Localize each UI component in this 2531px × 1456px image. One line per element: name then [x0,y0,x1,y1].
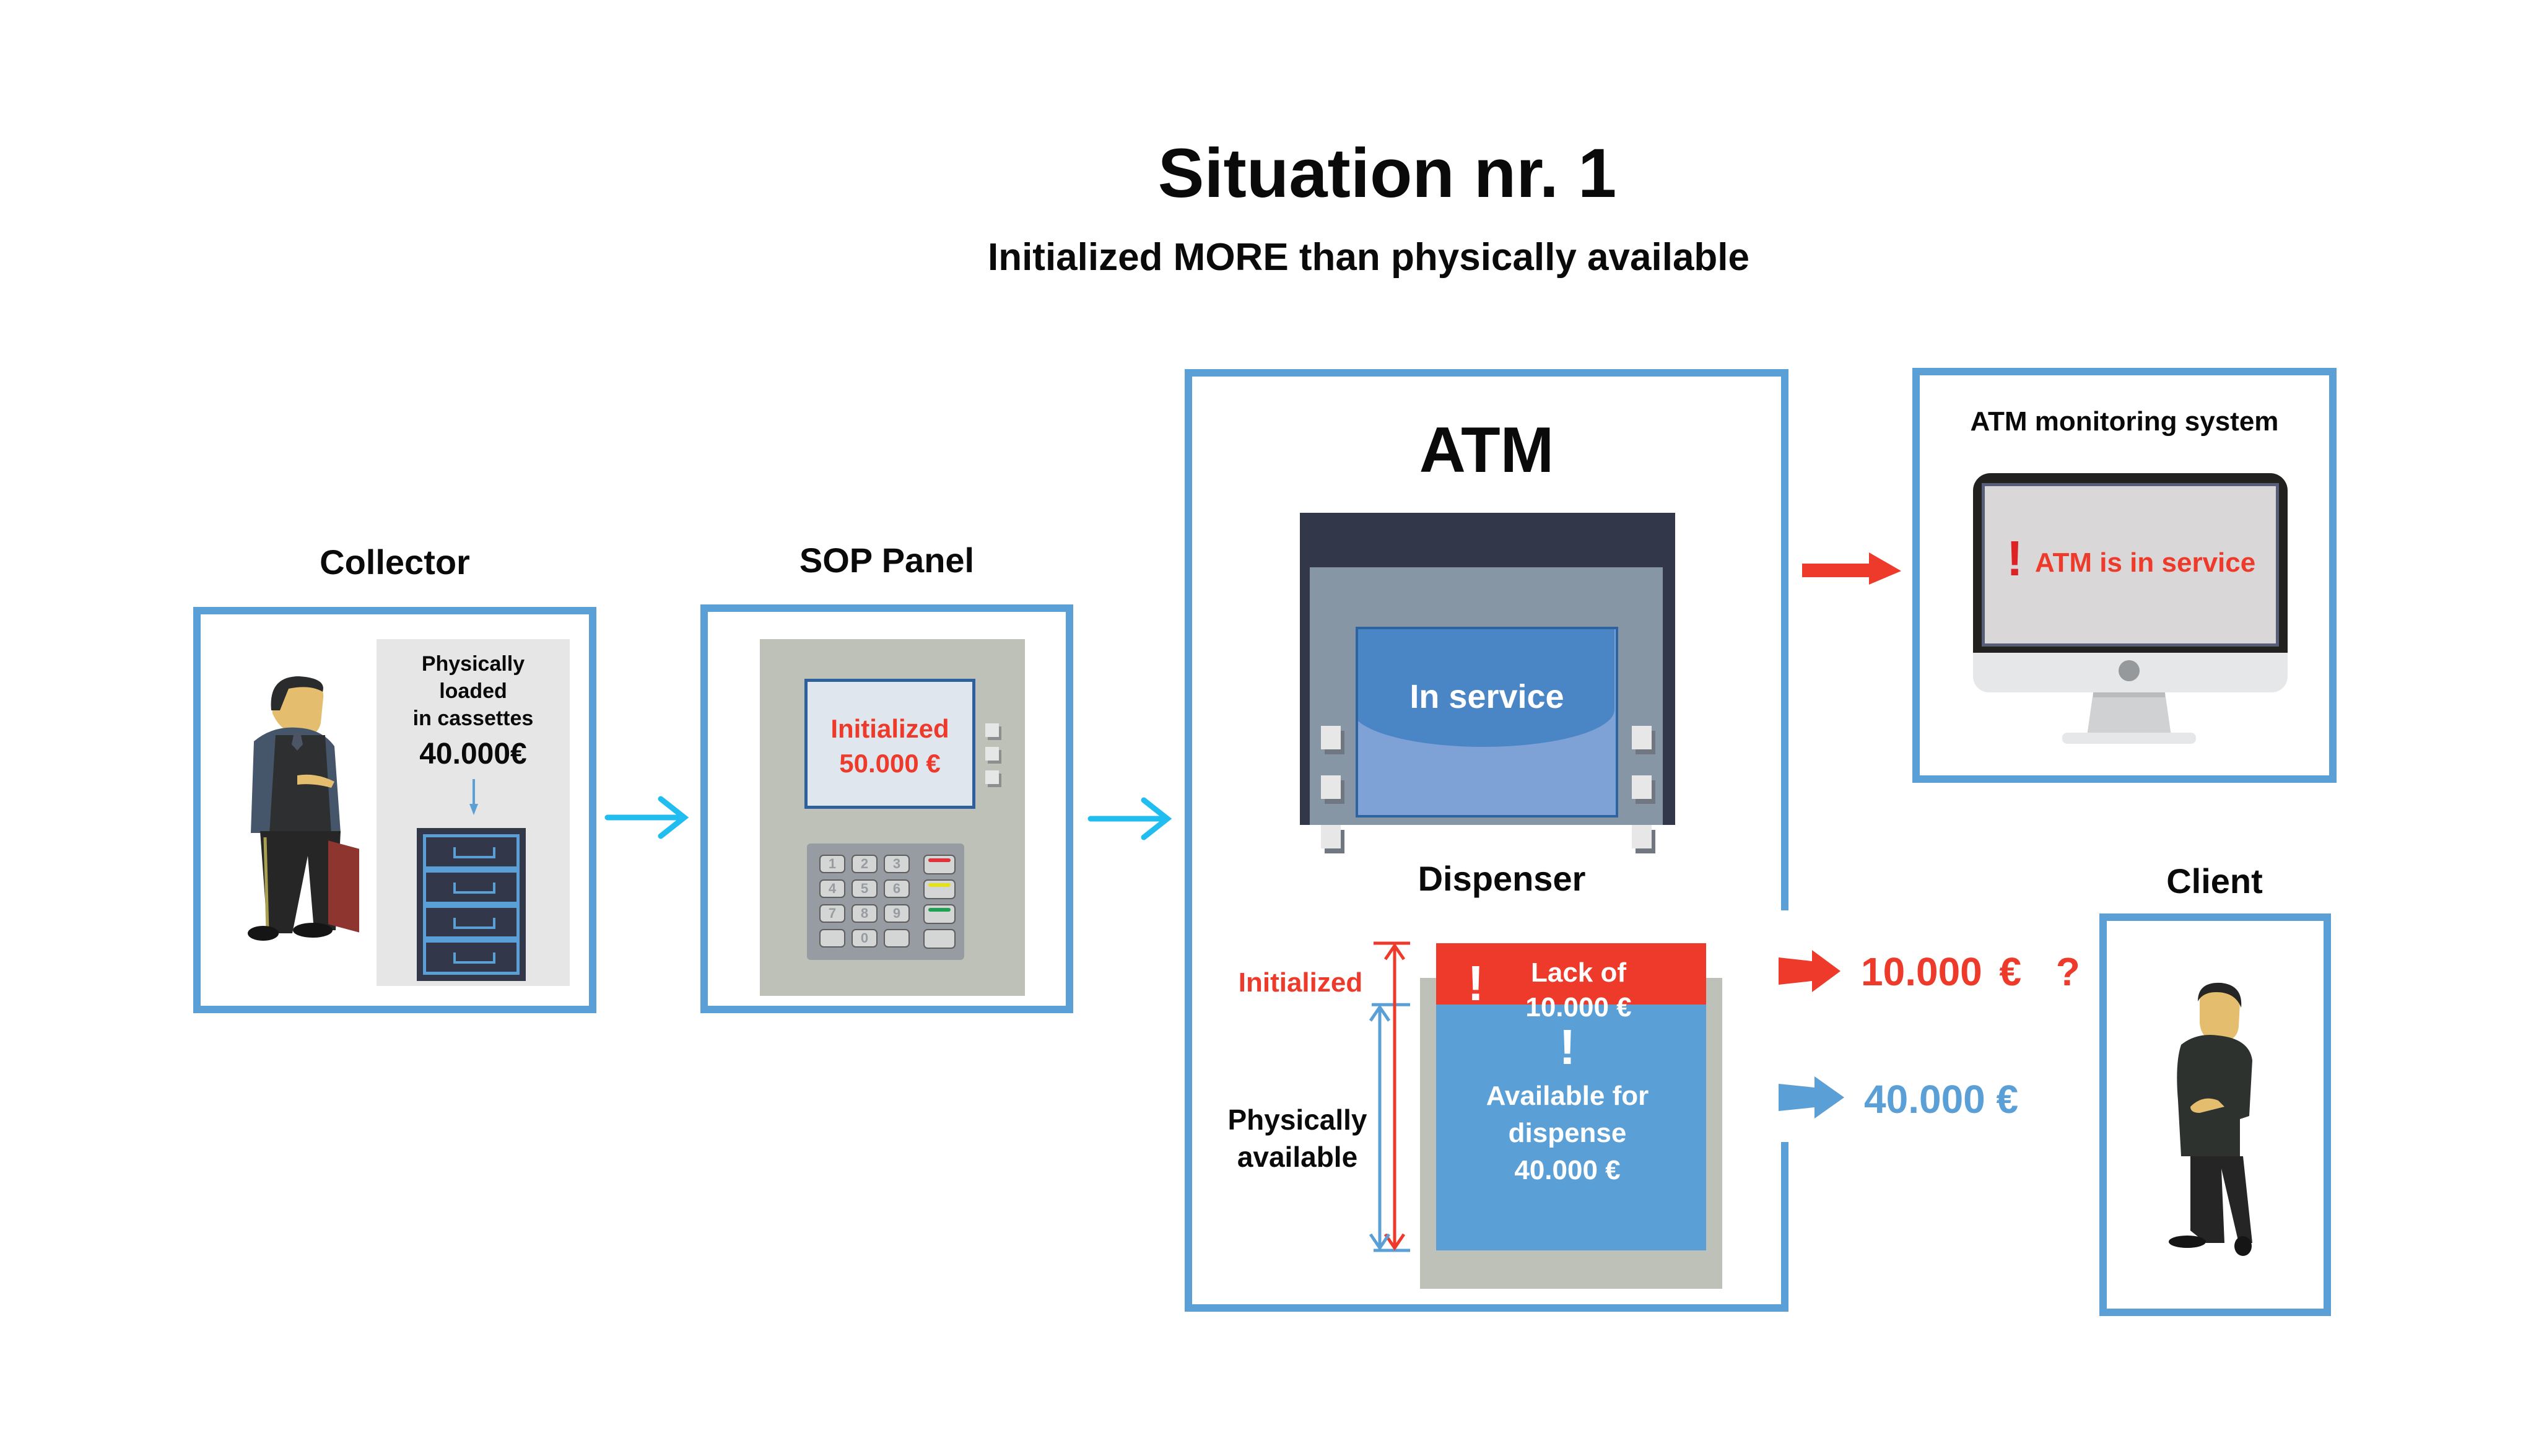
dispenser-diagram: ! Lack of 10.000 €! Available for dispense 40… [1369,941,1722,1289]
flow-arrow-icon [1087,797,1172,840]
cassette-drawer [423,904,520,940]
physically-label-line2: available [1237,1141,1358,1173]
collector-label: Collector [320,543,470,582]
dispenser-label: Dispenser [1418,859,1586,898]
atm-left-button[interactable] [1321,726,1341,749]
cassette-cabinet-icon [417,828,526,981]
client-label: Client [2166,861,2263,900]
cassette-drawer [423,834,520,870]
missing-amount-value: 10.000 € [1861,949,2022,994]
keypad-key[interactable]: 3 [884,855,910,873]
drawer-handle-icon [453,882,495,894]
sop-screen: Initialized 50.000 € [804,679,975,809]
lack-exclamation-icon: ! [1468,956,1484,1011]
keypad-key[interactable]: 0 [852,929,878,948]
alert-exclamation-icon: ! [2006,531,2023,586]
sop-side-buttons [985,723,999,784]
arrowhead-up-icon [1369,1004,1391,1022]
available-exclamation-icon: ! [1559,1019,1576,1075]
function-key-stripe [928,908,951,912]
drawer-handle-icon [453,847,495,858]
available-line3: 40.000 € [1514,1155,1620,1185]
atm-panel: ATM In service Dispenser Initialized Phy… [1185,369,1788,1312]
monitoring-label: ATM monitoring system [1970,406,2279,437]
cassette-drawer [423,869,520,905]
lack-segment [1436,943,1706,1005]
available-line2: dispense [1509,1118,1627,1148]
keypad-function-key[interactable] [923,929,956,949]
cassette-caption-line1: Physically [421,652,525,676]
sop-screen-line1: Initialized [830,714,949,743]
keypad-key[interactable] [819,929,845,948]
drawer-handle-icon [453,917,495,929]
loaded-amount: 40.000€ [419,738,527,770]
keypad-key[interactable]: 8 [852,904,878,923]
alert-arrow-icon [1802,552,1901,585]
cassette-caption-line3: in cassettes [412,707,534,730]
monitoring-panel: ATM monitoring system ! ATM is in servic… [1912,368,2337,783]
atm-label: ATM [1419,414,1554,486]
keypad-function-key[interactable] [923,904,956,924]
physically-label-line1: Physically [1227,1104,1367,1136]
atm-left-button[interactable] [1321,825,1341,848]
atm-screen-text: In service [1409,678,1564,715]
dispense-arrow-icon [1779,1076,1844,1118]
missing-amount: 10.000 € ? [1861,949,2080,995]
keypad-key[interactable] [884,929,910,948]
available-segment [1436,1005,1706,1250]
atm-screen: In service [1356,627,1618,817]
keypad-function-key[interactable] [923,855,956,874]
cassette-drawer [423,939,520,975]
atm-machine: In service [1300,513,1675,848]
cassette-panel: Physically loaded in cassettes 40.000€ [377,639,570,986]
sop-panel-label: SOP Panel [799,541,975,580]
available-line1: Available for [1486,1081,1649,1111]
collector-panel: Physically loaded in cassettes 40.000€ [193,607,596,1013]
arrowhead-up-icon [1383,943,1406,961]
monitoring-alert-text: ATM is in service [2035,547,2256,578]
page-title: Situation nr. 1 [1157,134,1617,212]
question-mark: ? [2055,949,2080,994]
side-button[interactable] [985,747,999,761]
collector-person-icon [248,676,359,941]
client-panel [2099,913,2331,1316]
atm-left-button[interactable] [1321,775,1341,799]
arrowhead-down-icon [1383,1233,1406,1251]
side-button[interactable] [985,723,999,737]
arrowhead-down-icon [1369,1233,1391,1251]
keypad-key[interactable]: 2 [852,855,878,873]
atm-right-button[interactable] [1632,825,1652,848]
lack-line1: Lack of [1531,957,1626,988]
atm-right-button[interactable] [1632,775,1652,799]
drawer-handle-icon [453,953,495,964]
cassette-caption-line2: loaded [439,679,507,703]
keypad-key[interactable]: 9 [884,904,910,923]
side-button[interactable] [985,770,999,784]
keypad-key[interactable]: 5 [852,879,878,898]
keypad-key[interactable]: 1 [819,855,845,873]
sop-screen-line2: 50.000 € [839,749,941,778]
keypad-key[interactable]: 7 [819,904,845,923]
function-key-stripe [928,858,951,862]
initialized-label: Initialized [1238,967,1363,998]
lack-line2: 10.000 € [1525,992,1631,1022]
page-subtitle: Initialized MORE than physically availab… [987,236,1750,279]
keypad-key[interactable]: 6 [884,879,910,898]
dispensed-amount: 40.000 € [1864,1077,2019,1122]
client-person-icon [2169,982,2252,1256]
monitor-icon [1973,473,2288,744]
missing-arrow-icon [1779,950,1841,992]
keypad-function-key[interactable] [923,879,956,899]
arrow-down-icon [469,779,478,815]
function-key-stripe [928,883,951,887]
flow-arrow-icon [604,796,689,839]
atm-right-button[interactable] [1632,726,1652,749]
keypad-key[interactable]: 4 [819,879,845,898]
